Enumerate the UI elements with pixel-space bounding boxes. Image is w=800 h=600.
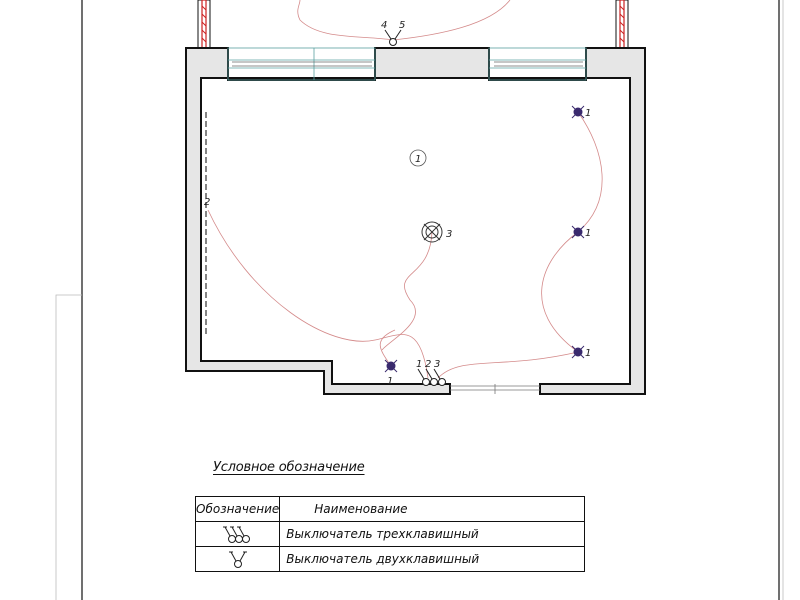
lamp-label: 1 [585, 228, 591, 239]
legend-header-row: Обозначение Наименование [194, 496, 586, 522]
legend-row: Выключатель двухклавишный [194, 546, 586, 572]
three-key-switch-icon: 1 2 3 [416, 359, 446, 386]
window-right [488, 47, 587, 81]
lamp-label: 1 [585, 108, 591, 119]
led-strip-label: 2 [204, 197, 210, 208]
legend-header-symbol: Обозначение [194, 496, 281, 522]
switch-key-label: 5 [399, 20, 405, 31]
sheet-stamp-edge [55, 294, 82, 600]
legend-title: Условное обозначение [213, 460, 365, 475]
legend-row: Выключатель трехклавишный [194, 521, 586, 547]
window-bottom [450, 384, 540, 394]
room-number: 1 [415, 154, 421, 165]
two-key-switch-icon [228, 551, 247, 568]
ceiling-lamp-icon: 1 [384, 359, 398, 387]
legend-table: Обозначение Наименование Выключатель тре… [194, 496, 586, 572]
lamp-label: 1 [585, 348, 591, 359]
wiring-lines [207, 0, 603, 379]
ceiling-lamp-icon: 1 [571, 345, 591, 359]
lamp-label: 1 [387, 376, 393, 387]
legend-name-cell: Выключатель двухклавишный [279, 546, 586, 572]
window-left-frame [232, 61, 372, 67]
chandelier-label: 3 [446, 229, 452, 240]
legend-symbol-cell [194, 521, 281, 547]
room-number-marker: 1 [409, 149, 427, 167]
chandelier-icon: 3 [421, 221, 452, 243]
balcony-partition-left [197, 0, 211, 49]
switch-key-label: 2 [425, 359, 431, 370]
room-walls [185, 47, 646, 395]
legend-header-name: Наименование [279, 496, 586, 522]
legend-symbol-cell [194, 546, 281, 572]
window-right-frame [494, 61, 583, 67]
ceiling-lamp-icon: 1 [571, 225, 591, 239]
two-key-switch-icon: 4 5 [381, 20, 405, 46]
ceiling-lamp-icon: 1 [571, 105, 591, 119]
switch-key-label: 1 [416, 359, 422, 370]
switch-key-label: 3 [434, 359, 440, 370]
switch-key-label: 4 [381, 20, 387, 31]
window-left [227, 47, 376, 81]
balcony-partition-right [615, 0, 629, 49]
legend-name-cell: Выключатель трехклавишный [279, 521, 586, 547]
three-key-switch-icon [222, 526, 250, 543]
